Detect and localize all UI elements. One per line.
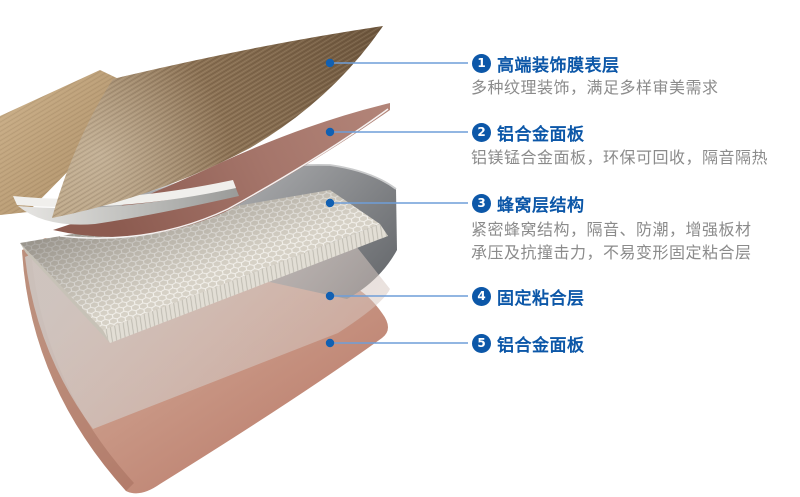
- layer-4-heading: 4 固定粘合层: [472, 285, 585, 309]
- leader-dot-4: [325, 291, 335, 301]
- layer-2-number-badge: 2: [472, 122, 491, 142]
- layer-1-number-badge: 1: [472, 53, 491, 73]
- layer-1-title: 高端装饰膜表层: [497, 55, 620, 76]
- layer-3-number-badge: 3: [472, 193, 491, 213]
- layer-2-description: 铝镁锰合金面板，环保可回收，隔音隔热: [471, 148, 769, 167]
- layer-5-title: 铝合金面板: [497, 335, 585, 356]
- layer-2-heading: 2 铝合金面板: [472, 121, 585, 145]
- honeycomb-side-face: [20, 243, 110, 343]
- label-block-2: 2 铝合金面板: [472, 121, 585, 145]
- decorative-film-sheen: [52, 26, 383, 218]
- leader-dot-3: [325, 198, 335, 208]
- label-block-3: 3 蜂窝层结构: [472, 192, 585, 216]
- layer-5-heading: 5 铝合金面板: [472, 332, 585, 356]
- honeycomb-front-walls: [103, 224, 388, 343]
- leader-dot-2: [325, 127, 335, 137]
- leader-dot-5: [325, 338, 335, 348]
- layer-3-title: 蜂窝层结构: [497, 195, 585, 216]
- layer-3-description-line-2: 承压及抗撞击力，不易变形固定粘合层: [471, 243, 752, 262]
- leader-dot-1: [325, 58, 335, 68]
- label-block-4: 4 固定粘合层: [472, 285, 585, 309]
- layer-2-title: 铝合金面板: [497, 124, 585, 145]
- honeycomb-shadow: [20, 190, 380, 330]
- layer-4-title: 固定粘合层: [497, 288, 585, 309]
- label-block-5: 5 铝合金面板: [472, 332, 585, 356]
- layer-3-description: 紧密蜂窝结构，隔音、防潮，增强板材 承压及抗撞击力，不易变形固定粘合层: [471, 218, 752, 264]
- top-aluminum-edge-highlight: [59, 108, 389, 239]
- label-block-1: 1 高端装饰膜表层: [472, 52, 620, 76]
- layer-3-heading: 3 蜂窝层结构: [472, 192, 585, 216]
- layer-5-number-badge: 5: [472, 333, 491, 353]
- layer-1-description: 多种纹理装饰，满足多样审美需求: [471, 78, 719, 97]
- layer-3-description-line-1: 紧密蜂窝结构，隔音、防潮，增强板材: [471, 220, 752, 239]
- layer-1-heading: 1 高端装饰膜表层: [472, 52, 620, 76]
- leader-lines: [325, 58, 468, 348]
- layer-4-number-badge: 4: [472, 286, 491, 306]
- wood-underside-curl: [18, 186, 239, 225]
